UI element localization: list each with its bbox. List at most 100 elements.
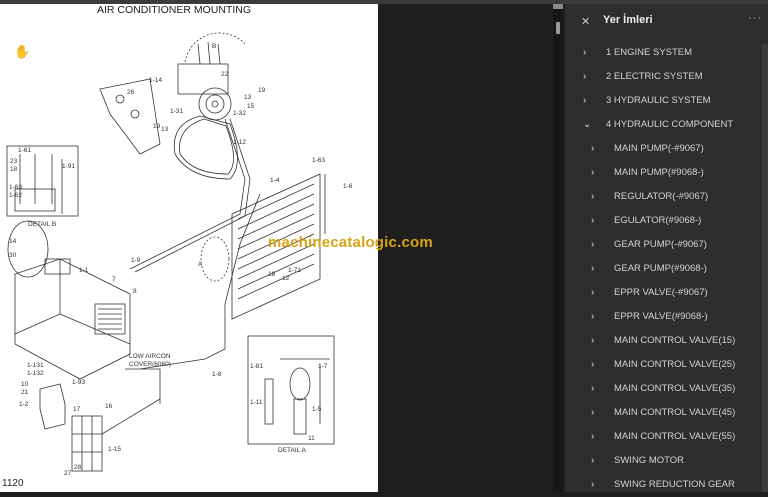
part-label: 1-1 (79, 267, 89, 274)
bookmark-label: SWING MOTOR (614, 455, 685, 466)
bookmark-item[interactable]: › SWING MOTOR (565, 449, 762, 473)
part-label: 1-63 (312, 157, 325, 164)
part-label: 22 (221, 71, 229, 78)
label-a: A (198, 261, 203, 268)
part-label: 1-132 (27, 370, 44, 377)
chevron-right-icon[interactable]: › (591, 143, 595, 154)
bookmark-label: 2 ELECTRIC SYSTEM (606, 71, 703, 82)
part-label: 28 (74, 464, 82, 471)
part-label: 1-32 (233, 110, 246, 117)
bookmark-item[interactable]: ›3 HYDRAULIC SYSTEM (565, 89, 762, 113)
hand-tool-icon[interactable]: ✋ (14, 44, 31, 59)
part-label: 1-31 (170, 108, 183, 115)
chevron-right-icon[interactable]: › (591, 335, 595, 346)
part-label: 15 (247, 103, 255, 110)
part-label: LOW AIRCON (129, 353, 171, 360)
bookmark-label: MAIN CONTROL VALVE(25) (614, 359, 736, 370)
part-label: 1-81 (250, 363, 263, 370)
bookmark-label: MAIN PUMP(-#9067) (614, 143, 704, 154)
bookmark-item[interactable]: › SWING REDUCTION GEAR (565, 473, 762, 497)
bookmark-item[interactable]: ›EPPR VALVE(-#9067) (565, 281, 762, 305)
chevron-right-icon[interactable]: › (591, 167, 595, 178)
chevron-right-icon[interactable]: › (591, 239, 595, 250)
chevron-right-icon[interactable]: › (591, 359, 595, 370)
chevron-right-icon[interactable]: › (591, 263, 595, 274)
bookmark-label: 1 ENGINE SYSTEM (606, 47, 693, 58)
bookmark-item[interactable]: › MAIN CONTROL VALVE(45) (565, 401, 762, 425)
document-scrollbar[interactable] (553, 4, 563, 492)
page-number: 1120 (2, 478, 24, 489)
part-label: 13 (161, 126, 169, 133)
bookmark-item[interactable]: ›MAIN CONTROL VALVE(55) (565, 425, 762, 449)
bookmark-item[interactable]: › MAIN CONTROL VALVE(25) (565, 353, 762, 377)
part-label: 1-61 (18, 147, 31, 154)
close-icon[interactable]: ✕ (581, 16, 591, 28)
part-label: 30 (9, 252, 17, 259)
chevron-right-icon[interactable]: › (591, 431, 595, 442)
part-label: 21 (21, 389, 29, 396)
bookmarks-title: Yer İmleri (603, 14, 653, 26)
bookmark-item[interactable]: ›EGULATOR(#9068-) (565, 209, 762, 233)
part-label: 27 (64, 470, 72, 477)
chevron-right-icon[interactable]: › (591, 311, 595, 322)
bookmark-item[interactable]: ›GEAR PUMP(#9068-) (565, 257, 762, 281)
chevron-right-icon[interactable]: › (591, 407, 595, 418)
bookmark-item[interactable]: › 1 ENGINE SYSTEM (565, 41, 762, 65)
chevron-right-icon[interactable]: › (591, 191, 595, 202)
more-icon[interactable]: ··· (748, 12, 762, 24)
bookmark-item[interactable]: › 2 ELECTRIC SYSTEM (565, 65, 762, 89)
part-label: 1-9 (131, 257, 141, 264)
bookmark-list: › 1 ENGINE SYSTEM › 2 ELECTRIC SYSTEM ›3 HYD… (565, 41, 762, 497)
part-label: 1-8 (212, 371, 222, 378)
chevron-right-icon[interactable]: › (591, 287, 595, 298)
page-title: AIR CONDITIONER MOUNTING (97, 4, 251, 16)
scroll-up-button[interactable] (553, 4, 563, 9)
chevron-right-icon[interactable]: › (591, 215, 595, 226)
part-label: 1-4 (270, 177, 280, 184)
part-label: 1-2 (19, 401, 29, 408)
part-label: 8 (133, 288, 137, 295)
part-label: 1-15 (108, 446, 121, 453)
bookmark-label: MAIN PUMP(#9068-) (614, 167, 704, 178)
bookmark-label: EPPR VALVE(#9068-) (614, 311, 708, 322)
part-label: 12 (282, 275, 290, 282)
top-bar (0, 0, 768, 4)
part-label: 17 (73, 406, 81, 413)
bookmark-label: MAIN CONTROL VALVE(45) (614, 407, 736, 418)
bookmark-item[interactable]: ›GEAR PUMP(-#9067) (565, 233, 762, 257)
chevron-right-icon[interactable]: › (583, 71, 587, 82)
chevron-right-icon[interactable]: › (583, 95, 587, 106)
part-label: 1-63 (9, 184, 22, 191)
part-label: 10 (21, 381, 29, 388)
part-label: 1-11 (250, 399, 263, 406)
part-label: 1-6 (343, 183, 353, 190)
chevron-right-icon[interactable]: › (583, 47, 587, 58)
parts-diagram: B 1-14 26 19 13 1-31 1-32 22 19 13 15 1-… (6, 32, 353, 477)
part-label: 13 (244, 94, 252, 101)
bookmark-label: 4 HYDRAULIC COMPONENT (606, 119, 734, 130)
chevron-right-icon[interactable]: › (591, 383, 595, 394)
bookmark-item[interactable]: ›MAIN CONTROL VALVE(35) (565, 377, 762, 401)
bookmark-item[interactable]: › MAIN PUMP(#9068-) (565, 161, 762, 185)
part-label: 1-7 (318, 363, 328, 370)
bookmark-item[interactable]: ›REGULATOR(-#9067) (565, 185, 762, 209)
bookmark-item[interactable]: ⌄ 4 HYDRAULIC COMPONENT (565, 113, 762, 137)
label-b: B (212, 43, 216, 50)
bookmarks-scrollbar[interactable] (762, 44, 768, 492)
part-label: 18 (10, 166, 18, 173)
part-label: 1-14 (149, 77, 162, 84)
part-label: 1-91 (62, 163, 75, 170)
bookmark-label: SWING REDUCTION GEAR (614, 479, 735, 490)
pdf-page: AIR CONDITIONER MOUNTING ✋ (0, 4, 378, 492)
scrollbar-thumb[interactable] (556, 22, 560, 34)
part-label: 1-93 (72, 379, 85, 386)
bookmark-item[interactable]: › EPPR VALVE(#9068-) (565, 305, 762, 329)
bookmark-item[interactable]: › MAIN PUMP(-#9067) (565, 137, 762, 161)
part-label: 18 (268, 271, 276, 278)
part-label: 19 (153, 123, 161, 130)
bookmark-item[interactable]: ›MAIN CONTROL VALVE(15) (565, 329, 762, 353)
chevron-right-icon[interactable]: › (591, 455, 595, 466)
chevron-right-icon[interactable]: › (591, 479, 595, 490)
chevron-down-icon[interactable]: ⌄ (583, 119, 592, 130)
part-label: 16 (105, 403, 113, 410)
